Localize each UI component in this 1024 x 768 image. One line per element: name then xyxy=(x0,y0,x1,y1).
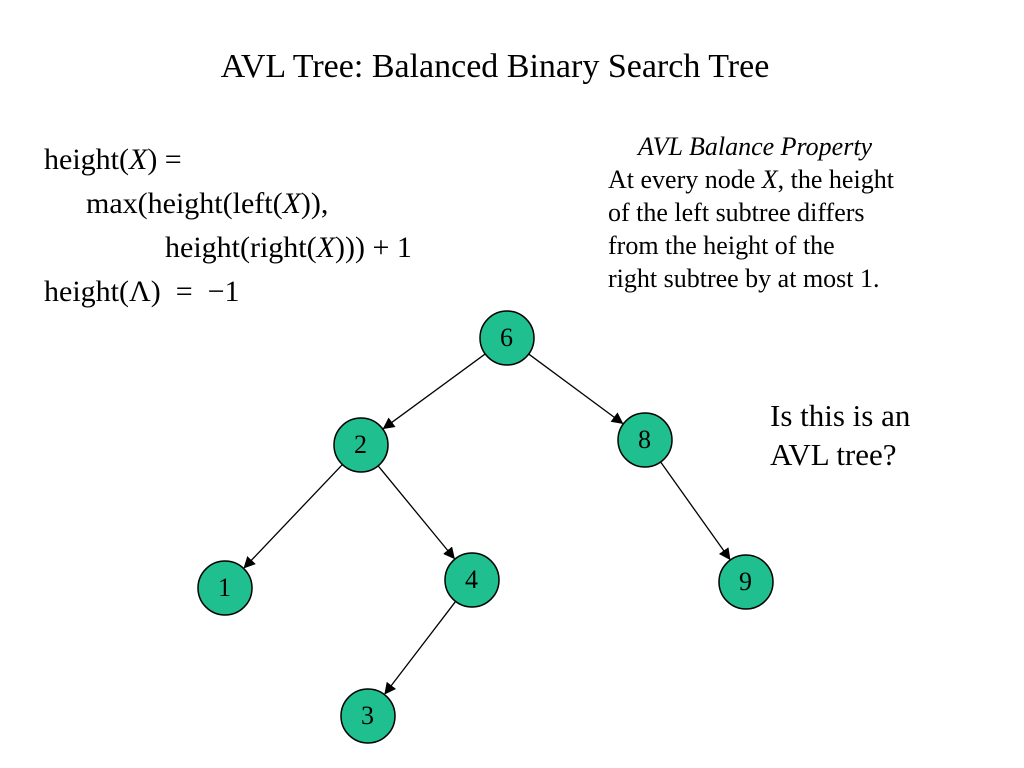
node-label: 8 xyxy=(638,425,651,454)
node-circle xyxy=(197,560,253,616)
formula-line-2: max(height(left(X)), xyxy=(44,182,412,226)
node-circle xyxy=(479,310,535,366)
node-label: 3 xyxy=(361,701,374,730)
formula-text: max(height(left( xyxy=(86,187,283,220)
node-circle xyxy=(340,688,396,744)
edge-6-2 xyxy=(382,353,486,430)
node-label: 1 xyxy=(218,573,231,602)
node-label: 4 xyxy=(465,565,478,594)
question-line-1: Is this is an xyxy=(770,398,911,433)
edge-8-9 xyxy=(660,461,731,561)
formula-variable: X xyxy=(128,143,148,176)
node-circle xyxy=(333,417,389,473)
question-text: Is this is an AVL tree? xyxy=(770,396,910,474)
property-title: AVL Balance Property xyxy=(638,132,873,161)
property-line-4: right subtree by at most 1. xyxy=(608,264,880,293)
balance-property: AVL Balance Property At every node X, th… xyxy=(608,130,1008,295)
formula-variable: X xyxy=(282,187,301,220)
height-formula: height(X) = max(height(left(X)), height(… xyxy=(44,138,412,314)
node-label: 9 xyxy=(739,567,752,596)
node-circle xyxy=(718,554,774,610)
formula-text: ) = xyxy=(147,143,182,176)
edge-6-8 xyxy=(528,353,624,425)
formula-line-3: height(right(X))) + 1 xyxy=(44,226,412,270)
tree-node-3: 3 xyxy=(340,688,396,744)
slide-title: AVL Tree: Balanced Binary Search Tree xyxy=(220,48,770,85)
node-circle xyxy=(444,552,500,608)
node-circle xyxy=(617,412,673,468)
tree-node-9: 9 xyxy=(718,554,774,610)
property-text: , the height xyxy=(777,165,894,194)
property-text: At every node xyxy=(608,165,762,194)
node-label: 2 xyxy=(354,430,367,459)
formula-line-1: height(X) = xyxy=(44,138,412,182)
formula-text: height( xyxy=(44,143,129,176)
edge-2-1 xyxy=(243,464,343,569)
tree-node-2: 2 xyxy=(333,417,389,473)
node-label: 6 xyxy=(500,323,513,352)
question-line-2: AVL tree? xyxy=(770,437,897,472)
formula-text: height(right( xyxy=(165,231,317,264)
tree-node-8: 8 xyxy=(617,412,673,468)
property-line-1: At every node X, the height xyxy=(608,163,1008,196)
formula-text: ))) + 1 xyxy=(334,231,412,264)
formula-text: )), xyxy=(300,187,329,220)
formula-variable: X xyxy=(316,231,335,264)
edge-2-4 xyxy=(377,465,455,560)
edge-4-3 xyxy=(384,601,457,695)
property-variable: X xyxy=(761,165,778,194)
tree-node-1: 1 xyxy=(197,560,253,616)
property-line-3: from the height of the xyxy=(608,231,835,260)
tree-node-6: 6 xyxy=(479,310,535,366)
tree-node-4: 4 xyxy=(444,552,500,608)
formula-line-4: height(Λ) = −1 xyxy=(44,275,240,308)
property-line-2: of the left subtree differs xyxy=(608,198,865,227)
